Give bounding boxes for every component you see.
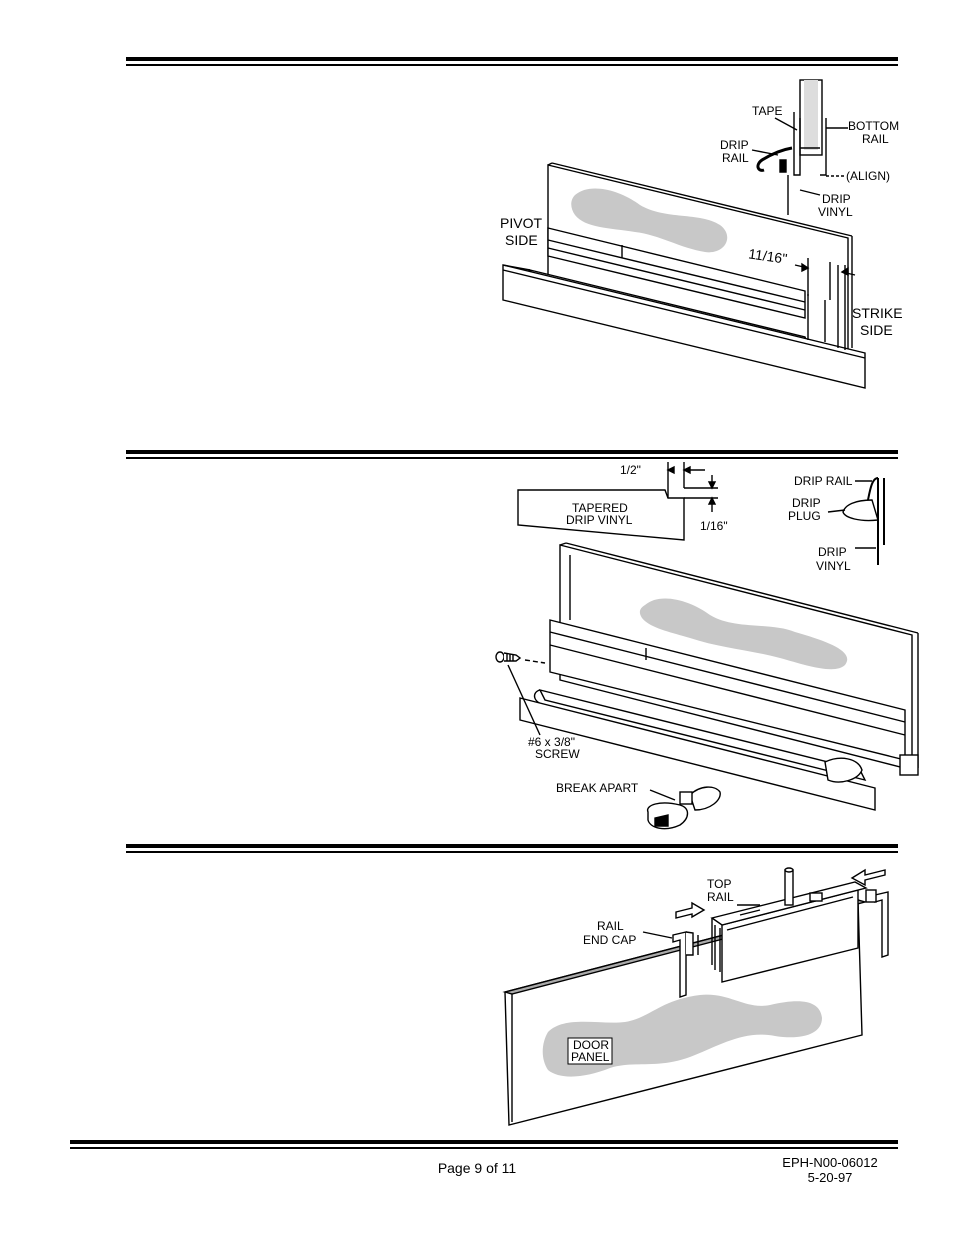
door-panel-label-box xyxy=(567,1037,613,1065)
label-drip-vinyl-b2: VINYL xyxy=(816,559,851,573)
label-screw-2: SCREW xyxy=(535,747,580,761)
label-drip-plug-1: DRIP xyxy=(792,496,821,510)
label-half-inch: 1/2" xyxy=(620,463,641,477)
page-number: Page 9 of 11 xyxy=(437,1160,517,1176)
arrow-left xyxy=(850,868,886,887)
section-rule-3 xyxy=(126,844,898,854)
label-tape: TAPE xyxy=(752,104,782,118)
document-date: 5-20-97 xyxy=(807,1170,853,1185)
screw-drawing xyxy=(495,651,522,663)
drip-plug-installed xyxy=(824,757,863,783)
label-tapered-1: TAPERED xyxy=(572,501,628,515)
break-apart-plug xyxy=(646,786,721,830)
section-rule-2 xyxy=(126,450,898,460)
label-top-rail-1: TOP xyxy=(707,877,731,891)
label-top-rail-2: RAIL xyxy=(707,890,734,904)
label-sixteenth: 1/16" xyxy=(700,519,728,533)
label-door-panel-1: DOOR xyxy=(573,1038,609,1052)
rail-end-cap-right xyxy=(874,891,889,958)
section-rule-1 xyxy=(126,57,898,67)
footer-rule xyxy=(70,1140,898,1150)
label-break-apart: BREAK APART xyxy=(556,781,639,795)
label-drip-rail-2: RAIL xyxy=(722,151,749,165)
arrow-right xyxy=(675,901,706,919)
label-screw-1: #6 x 3/8" xyxy=(528,735,575,749)
label-rail-end-cap-1: RAIL xyxy=(597,919,624,933)
label-tapered-2: DRIP VINYL xyxy=(566,513,633,527)
label-drip-rail-1: DRIP xyxy=(720,138,749,152)
glass-reflection-2 xyxy=(639,598,848,670)
label-strike-side-2: SIDE xyxy=(860,322,893,338)
label-drip-vinyl-b1: DRIP xyxy=(818,545,847,559)
document-id-block: EPH-N00-06012 5-20-97 xyxy=(760,1155,900,1185)
label-drip-vinyl-2: VINYL xyxy=(818,205,853,219)
base-strip xyxy=(502,264,866,389)
label-strike-side-1: STRIKE xyxy=(852,305,903,321)
label-pivot-side-2: SIDE xyxy=(505,232,538,248)
label-drip-plug-2: PLUG xyxy=(788,509,821,523)
label-door-panel-2: PANEL xyxy=(571,1050,610,1064)
document-id: EPH-N00-06012 xyxy=(782,1155,878,1170)
bottom-rail-shape xyxy=(547,227,806,319)
label-bottom-rail-1: BOTTOM xyxy=(848,119,899,133)
glass-reflection xyxy=(571,188,728,253)
label-drip-vinyl-1: DRIP xyxy=(822,192,851,206)
label-drip-rail-2: DRIP RAIL xyxy=(794,474,853,488)
label-align: (ALIGN) xyxy=(846,169,890,183)
label-dimension: 11/16" xyxy=(747,245,788,266)
label-pivot-side-1: PIVOT xyxy=(500,215,542,231)
label-bottom-rail-2: RAIL xyxy=(862,132,889,146)
door-panel-reflection xyxy=(542,994,822,1077)
label-rail-end-cap-2: END CAP xyxy=(583,933,636,947)
drip-rail-detail xyxy=(756,146,793,172)
